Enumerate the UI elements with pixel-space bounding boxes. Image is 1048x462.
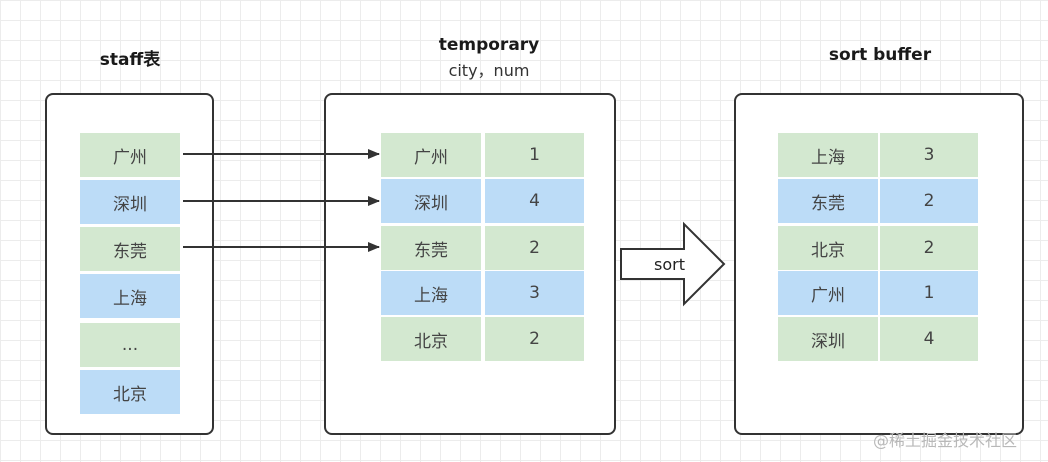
sort-buffer-city-cell: 北京: [778, 226, 878, 270]
temporary-num-cell: 2: [485, 226, 584, 270]
temporary-table-subtitle: city，num: [448, 61, 530, 80]
staff-row: 北京: [80, 370, 180, 414]
temporary-table-title: temporary: [438, 35, 540, 55]
sort-buffer-city-cell: 深圳: [778, 317, 878, 361]
sort-buffer-panel: 上海 3 东莞 2 北京 2 广州 1 深圳 4: [734, 93, 1024, 435]
sort-buffer-num-cell: 2: [880, 179, 978, 223]
sort-buffer-num-cell: 1: [880, 271, 978, 315]
temporary-city-cell: 深圳: [381, 179, 481, 223]
staff-table-panel: 广州 深圳 东莞 上海 ... 北京: [45, 93, 214, 435]
sort-buffer-city-cell: 广州: [778, 271, 878, 315]
staff-table-title: staff表: [99, 50, 161, 70]
temporary-city-cell: 北京: [381, 317, 481, 361]
temporary-num-cell: 1: [485, 133, 584, 177]
staff-row: ...: [80, 323, 180, 367]
sort-block-arrow: [620, 221, 726, 307]
watermark-text: @稀土掘金技术社区: [873, 431, 1018, 450]
temporary-num-cell: 3: [485, 271, 584, 315]
sort-buffer-title: sort buffer: [828, 45, 932, 65]
sort-buffer-city-cell: 东莞: [778, 179, 878, 223]
staff-row: 上海: [80, 274, 180, 318]
sort-buffer-num-cell: 2: [880, 226, 978, 270]
sort-buffer-city-cell: 上海: [778, 133, 878, 177]
staff-row: 东莞: [80, 227, 180, 271]
sort-buffer-num-cell: 3: [880, 133, 978, 177]
staff-row: 深圳: [80, 180, 180, 224]
temporary-city-cell: 东莞: [381, 226, 481, 270]
temporary-city-cell: 广州: [381, 133, 481, 177]
sort-buffer-num-cell: 4: [880, 317, 978, 361]
sort-arrow-label: sort: [654, 255, 685, 274]
staff-row: 广州: [80, 133, 180, 177]
temporary-num-cell: 4: [485, 179, 584, 223]
temporary-city-cell: 上海: [381, 271, 481, 315]
temporary-num-cell: 2: [485, 317, 584, 361]
